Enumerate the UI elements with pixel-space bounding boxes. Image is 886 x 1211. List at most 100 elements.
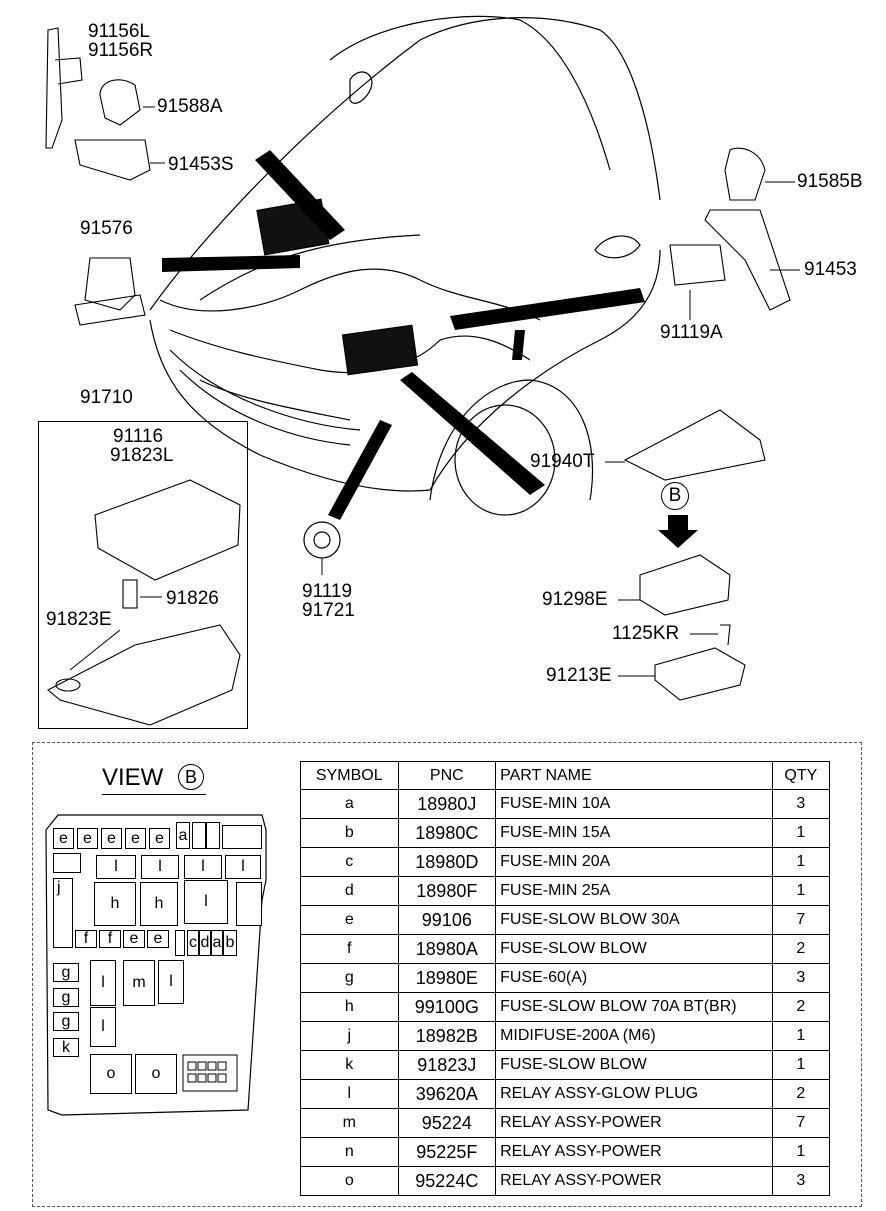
cell-pnc: 18980F (397, 876, 497, 906)
fuse-cell: b (223, 930, 237, 956)
cell-part-name: RELAY ASSY-GLOW PLUG (495, 1079, 773, 1109)
fuse-cell-empty (222, 825, 262, 849)
cell-qty: 1 (771, 847, 831, 877)
relay-cell: h (140, 882, 178, 926)
cell-part-name: FUSE-MIN 25A (495, 876, 773, 906)
cell-symbol: h (300, 992, 399, 1022)
car-wheel-arch (429, 379, 594, 501)
cell-part-name: FUSE-60(A) (495, 963, 773, 993)
cell-symbol: b (300, 818, 399, 848)
relay-cell: l (184, 855, 222, 879)
view-title-underline (102, 794, 206, 795)
fuse-cell: a (176, 822, 190, 849)
cell-part-name: FUSE-SLOW BLOW (495, 934, 773, 964)
label-91119A: 91119A (660, 322, 723, 343)
cell-qty: 3 (771, 963, 831, 993)
label-91156L: 91156L (88, 21, 150, 42)
relay-cell: m (123, 960, 155, 1006)
cell-pnc: 99100G (397, 992, 497, 1022)
cell-part-name: FUSE-MIN 10A (495, 789, 773, 819)
car-grille (179, 369, 351, 446)
header-qty: QTY (771, 761, 831, 790)
cell-part-name: FUSE-SLOW BLOW 70A BT(BR) (495, 992, 773, 1022)
header-part-name: PART NAME (495, 761, 773, 790)
fuse-cell: f (99, 930, 121, 948)
car-front-edge (149, 319, 431, 492)
cell-symbol: g (300, 963, 399, 993)
fuse-cell: d (199, 930, 211, 956)
label-91588A: 91588A (157, 96, 223, 117)
relay-cell: o (135, 1054, 177, 1094)
cell-qty: 1 (771, 1021, 831, 1051)
relay-cell: l (96, 855, 136, 879)
label-91721: 91721 (302, 600, 355, 621)
cell-pnc: 18980D (397, 847, 497, 877)
relay-cell: l (90, 1007, 116, 1047)
cell-pnc: 95225F (397, 1137, 497, 1167)
cell-qty: 1 (771, 1050, 831, 1080)
cell-qty: 1 (771, 818, 831, 848)
cell-symbol: e (300, 905, 399, 935)
cell-part-name: MIDIFUSE-200A (M6) (495, 1021, 773, 1051)
cell-symbol: d (300, 876, 399, 906)
cell-qty: 2 (771, 1079, 831, 1109)
label-91826: 91826 (166, 588, 219, 609)
cell-qty: 2 (771, 992, 831, 1022)
cell-part-name: FUSE-MIN 20A (495, 847, 773, 877)
cell-pnc: 91823J (397, 1050, 497, 1080)
label-1125KR: 1125KR (612, 623, 680, 644)
cell-symbol: f (300, 934, 399, 964)
cell-symbol: j (300, 1021, 399, 1051)
view-b-marker: B (661, 482, 689, 510)
label-91156R: 91156R (88, 40, 154, 61)
cell-qty: 1 (771, 1137, 831, 1167)
fuse-cell: a (211, 930, 223, 956)
fuse-cell: f (75, 930, 97, 948)
cell-pnc: 18980E (397, 963, 497, 993)
cell-part-name: RELAY ASSY-POWER (495, 1166, 773, 1196)
view-title-marker: B (178, 764, 204, 790)
relay-cell: l (158, 960, 184, 1004)
label-91576: 91576 (80, 218, 133, 239)
car-windshield (329, 15, 611, 171)
label-91453S: 91453S (168, 154, 234, 175)
cell-part-name: FUSE-SLOW BLOW 30A (495, 905, 773, 935)
cell-pnc: 18982B (397, 1021, 497, 1051)
cell-qty: 7 (771, 1108, 831, 1138)
fuse-cell-empty (236, 882, 262, 926)
label-91116: 91116 (113, 426, 164, 447)
fuse-cell: e (77, 828, 98, 849)
fuse-cell-empty (53, 853, 81, 873)
label-91453: 91453 (804, 259, 857, 280)
fuse-cell: e (123, 930, 145, 948)
cell-symbol: a (300, 789, 399, 819)
fuse-cell-empty (192, 822, 206, 849)
relay-cell: l (90, 960, 116, 1006)
cell-qty: 3 (771, 1166, 831, 1196)
cell-pnc: 95224C (397, 1166, 497, 1196)
fuse-cell: c (187, 930, 199, 956)
junction-box-frame (38, 421, 248, 729)
label-91585B: 91585B (797, 171, 863, 192)
label-91710: 91710 (80, 387, 133, 408)
table-header-row: SYMBOL PNC PART NAME QTY (300, 761, 831, 790)
fuse-cell-g: g (53, 988, 79, 1007)
cell-symbol: n (300, 1137, 399, 1167)
fuse-cell: e (149, 828, 170, 849)
cell-part-name: RELAY ASSY-POWER (495, 1137, 773, 1167)
fuse-cell-empty (175, 930, 185, 956)
fuse-cell-g: g (53, 1012, 79, 1031)
view-title: VIEW (102, 764, 164, 791)
car-hood-outline (149, 17, 661, 311)
label-91823L: 91823L (110, 445, 174, 466)
